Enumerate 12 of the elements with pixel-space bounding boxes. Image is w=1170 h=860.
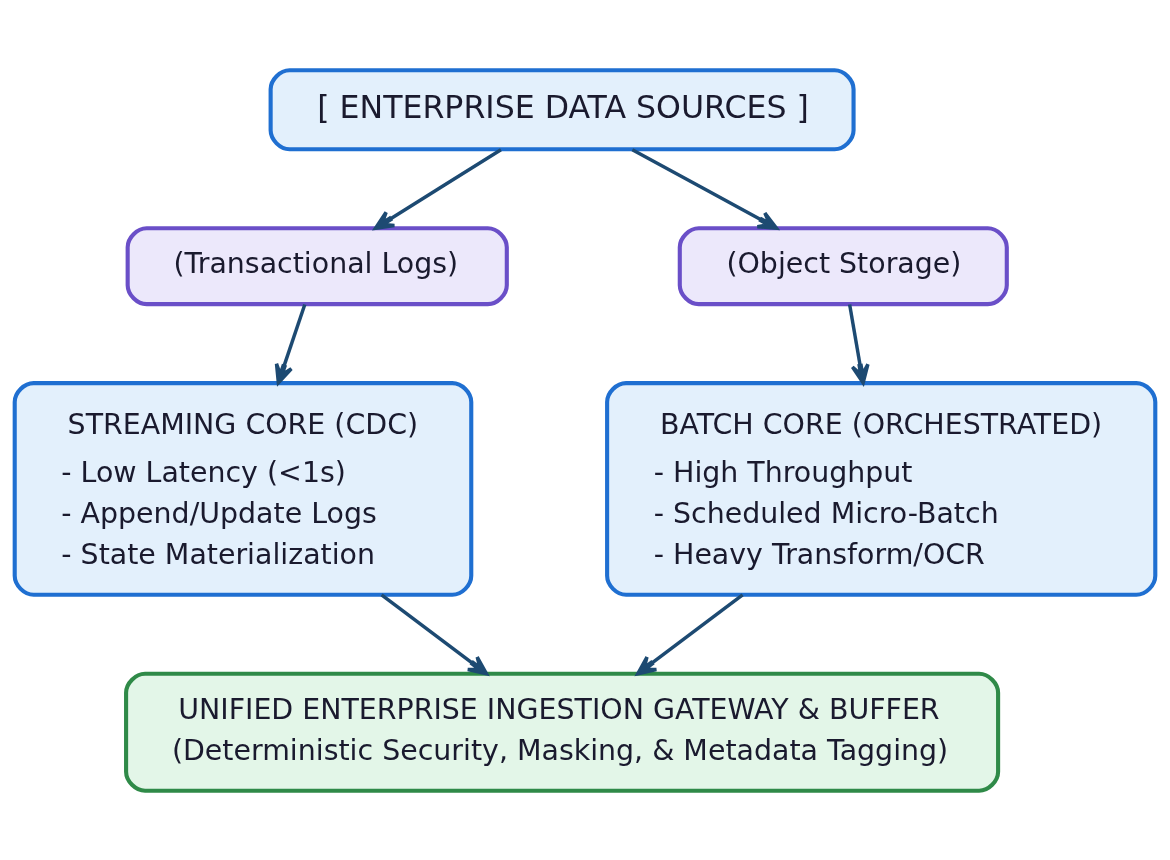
arrow (373, 147, 502, 230)
node-box: BATCH CORE (ORCHESTRATED) - High Throughput - Scheduled Micro-Batch - Heavy Transform/OCR (605, 380, 1158, 597)
node-box: (Transactional Logs) (125, 225, 509, 306)
node-box: [ ENTERPRISE DATA SOURCES ] (268, 67, 856, 151)
arrow (636, 592, 744, 675)
node-box: (Object Storage) (677, 225, 1009, 306)
node-box: UNIFIED ENTERPRISE INGESTION GATEWAY & BUFFER (Deterministic Security, Masking, & Metadata Tagging) (124, 671, 1001, 793)
node-box: STREAMING CORE (CDC) - Low Latency (<1s) - Append/Update Logs - State Materialization (12, 380, 474, 597)
arrow (631, 147, 779, 230)
arrow (274, 303, 307, 384)
arrow (380, 592, 489, 675)
arrow (847, 303, 870, 384)
